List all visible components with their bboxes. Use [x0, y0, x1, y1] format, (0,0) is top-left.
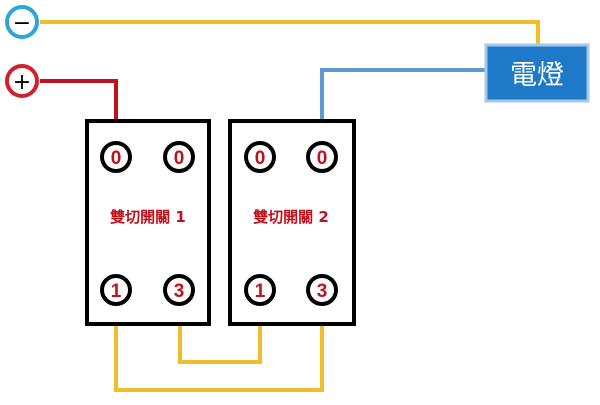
traveler-wire-1 [178, 308, 262, 364]
lamp-return-wire [320, 68, 486, 142]
lamp: 電燈 [484, 43, 590, 103]
switch-1-terminal-top-right: 0 [163, 141, 195, 173]
traveler-wire-2 [114, 308, 324, 392]
negative-symbol: − [13, 11, 31, 36]
positive-symbol: + [13, 70, 31, 95]
switch-2-terminal-bottom-left: 1 [244, 274, 276, 306]
lamp-label: 電燈 [510, 60, 564, 91]
terminal-label: 0 [255, 148, 266, 169]
terminal-label: 0 [317, 148, 328, 169]
terminal-label: 3 [317, 281, 328, 302]
switch-1-label: 雙切開關 1 [110, 208, 186, 226]
switch-1-terminal-top-left: 0 [100, 141, 132, 173]
terminal-label: 1 [255, 281, 266, 302]
positive-terminal: + [5, 64, 39, 98]
terminal-label: 3 [174, 281, 185, 302]
switch-2-terminal-top-left: 0 [244, 141, 276, 173]
neutral-wire [40, 20, 540, 44]
switch-1-terminal-bottom-left: 1 [100, 274, 132, 306]
switch-2-label: 雙切開關 2 [253, 208, 329, 226]
negative-terminal: − [5, 5, 39, 39]
terminal-label: 0 [111, 148, 122, 169]
switch-2-terminal-top-right: 0 [306, 141, 338, 173]
terminal-label: 1 [111, 281, 122, 302]
switch-2: 0 0 雙切開關 2 1 3 [228, 119, 356, 326]
switch-1: 0 0 雙切開關 1 1 3 [85, 119, 211, 326]
switch-2-terminal-bottom-right: 3 [306, 274, 338, 306]
terminal-label: 0 [174, 148, 185, 169]
switch-1-terminal-bottom-right: 3 [163, 274, 195, 306]
